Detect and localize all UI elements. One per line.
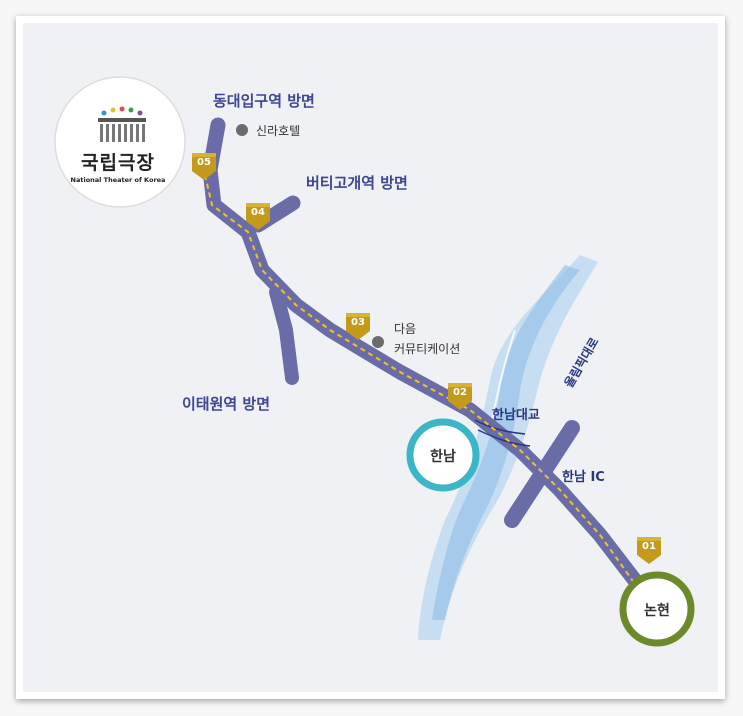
logo-emblem — [98, 106, 146, 142]
daum-dot — [372, 336, 384, 348]
hannam-bridge-lines — [474, 419, 531, 447]
poi-daum-line2: 커뮤티케이션 — [394, 342, 461, 356]
road-hannam-ic: 한남 IC — [562, 470, 605, 485]
nonhyeon-station-circle — [619, 571, 695, 647]
poi-daum-line1: 다음 — [394, 322, 417, 336]
marker-01-label: 01 — [642, 541, 656, 552]
road-hannam-bridge: 한남대교 — [492, 408, 540, 423]
station-nonhyeon-label: 논현 — [644, 603, 670, 619]
marker-04-label: 04 — [251, 207, 265, 218]
marker-04 — [246, 203, 270, 230]
direction-beotigogae: 버티고개역 방면 — [306, 174, 408, 192]
logo-badge — [54, 76, 186, 208]
marker-03 — [346, 313, 370, 340]
station-hannam-label: 한남 — [430, 449, 456, 465]
route-line — [204, 174, 646, 599]
marker-02 — [448, 383, 472, 410]
marker-02-label: 02 — [453, 387, 467, 398]
marker-01 — [637, 537, 661, 564]
shilla-hotel-dot — [236, 124, 248, 136]
marker-05-label: 05 — [197, 157, 211, 168]
poi-shilla-hotel: 신라호텔 — [256, 124, 301, 138]
direction-dongdaeipgu: 동대입구역 방면 — [213, 92, 315, 110]
direction-itaewon: 이태원역 방면 — [182, 395, 271, 413]
marker-05 — [192, 153, 216, 180]
hannam-station-circle — [406, 418, 480, 492]
marker-03-label: 03 — [351, 317, 365, 328]
logo-title: 국립극장 — [81, 152, 155, 174]
logo-subtitle: National Theater of Korea — [70, 176, 166, 184]
